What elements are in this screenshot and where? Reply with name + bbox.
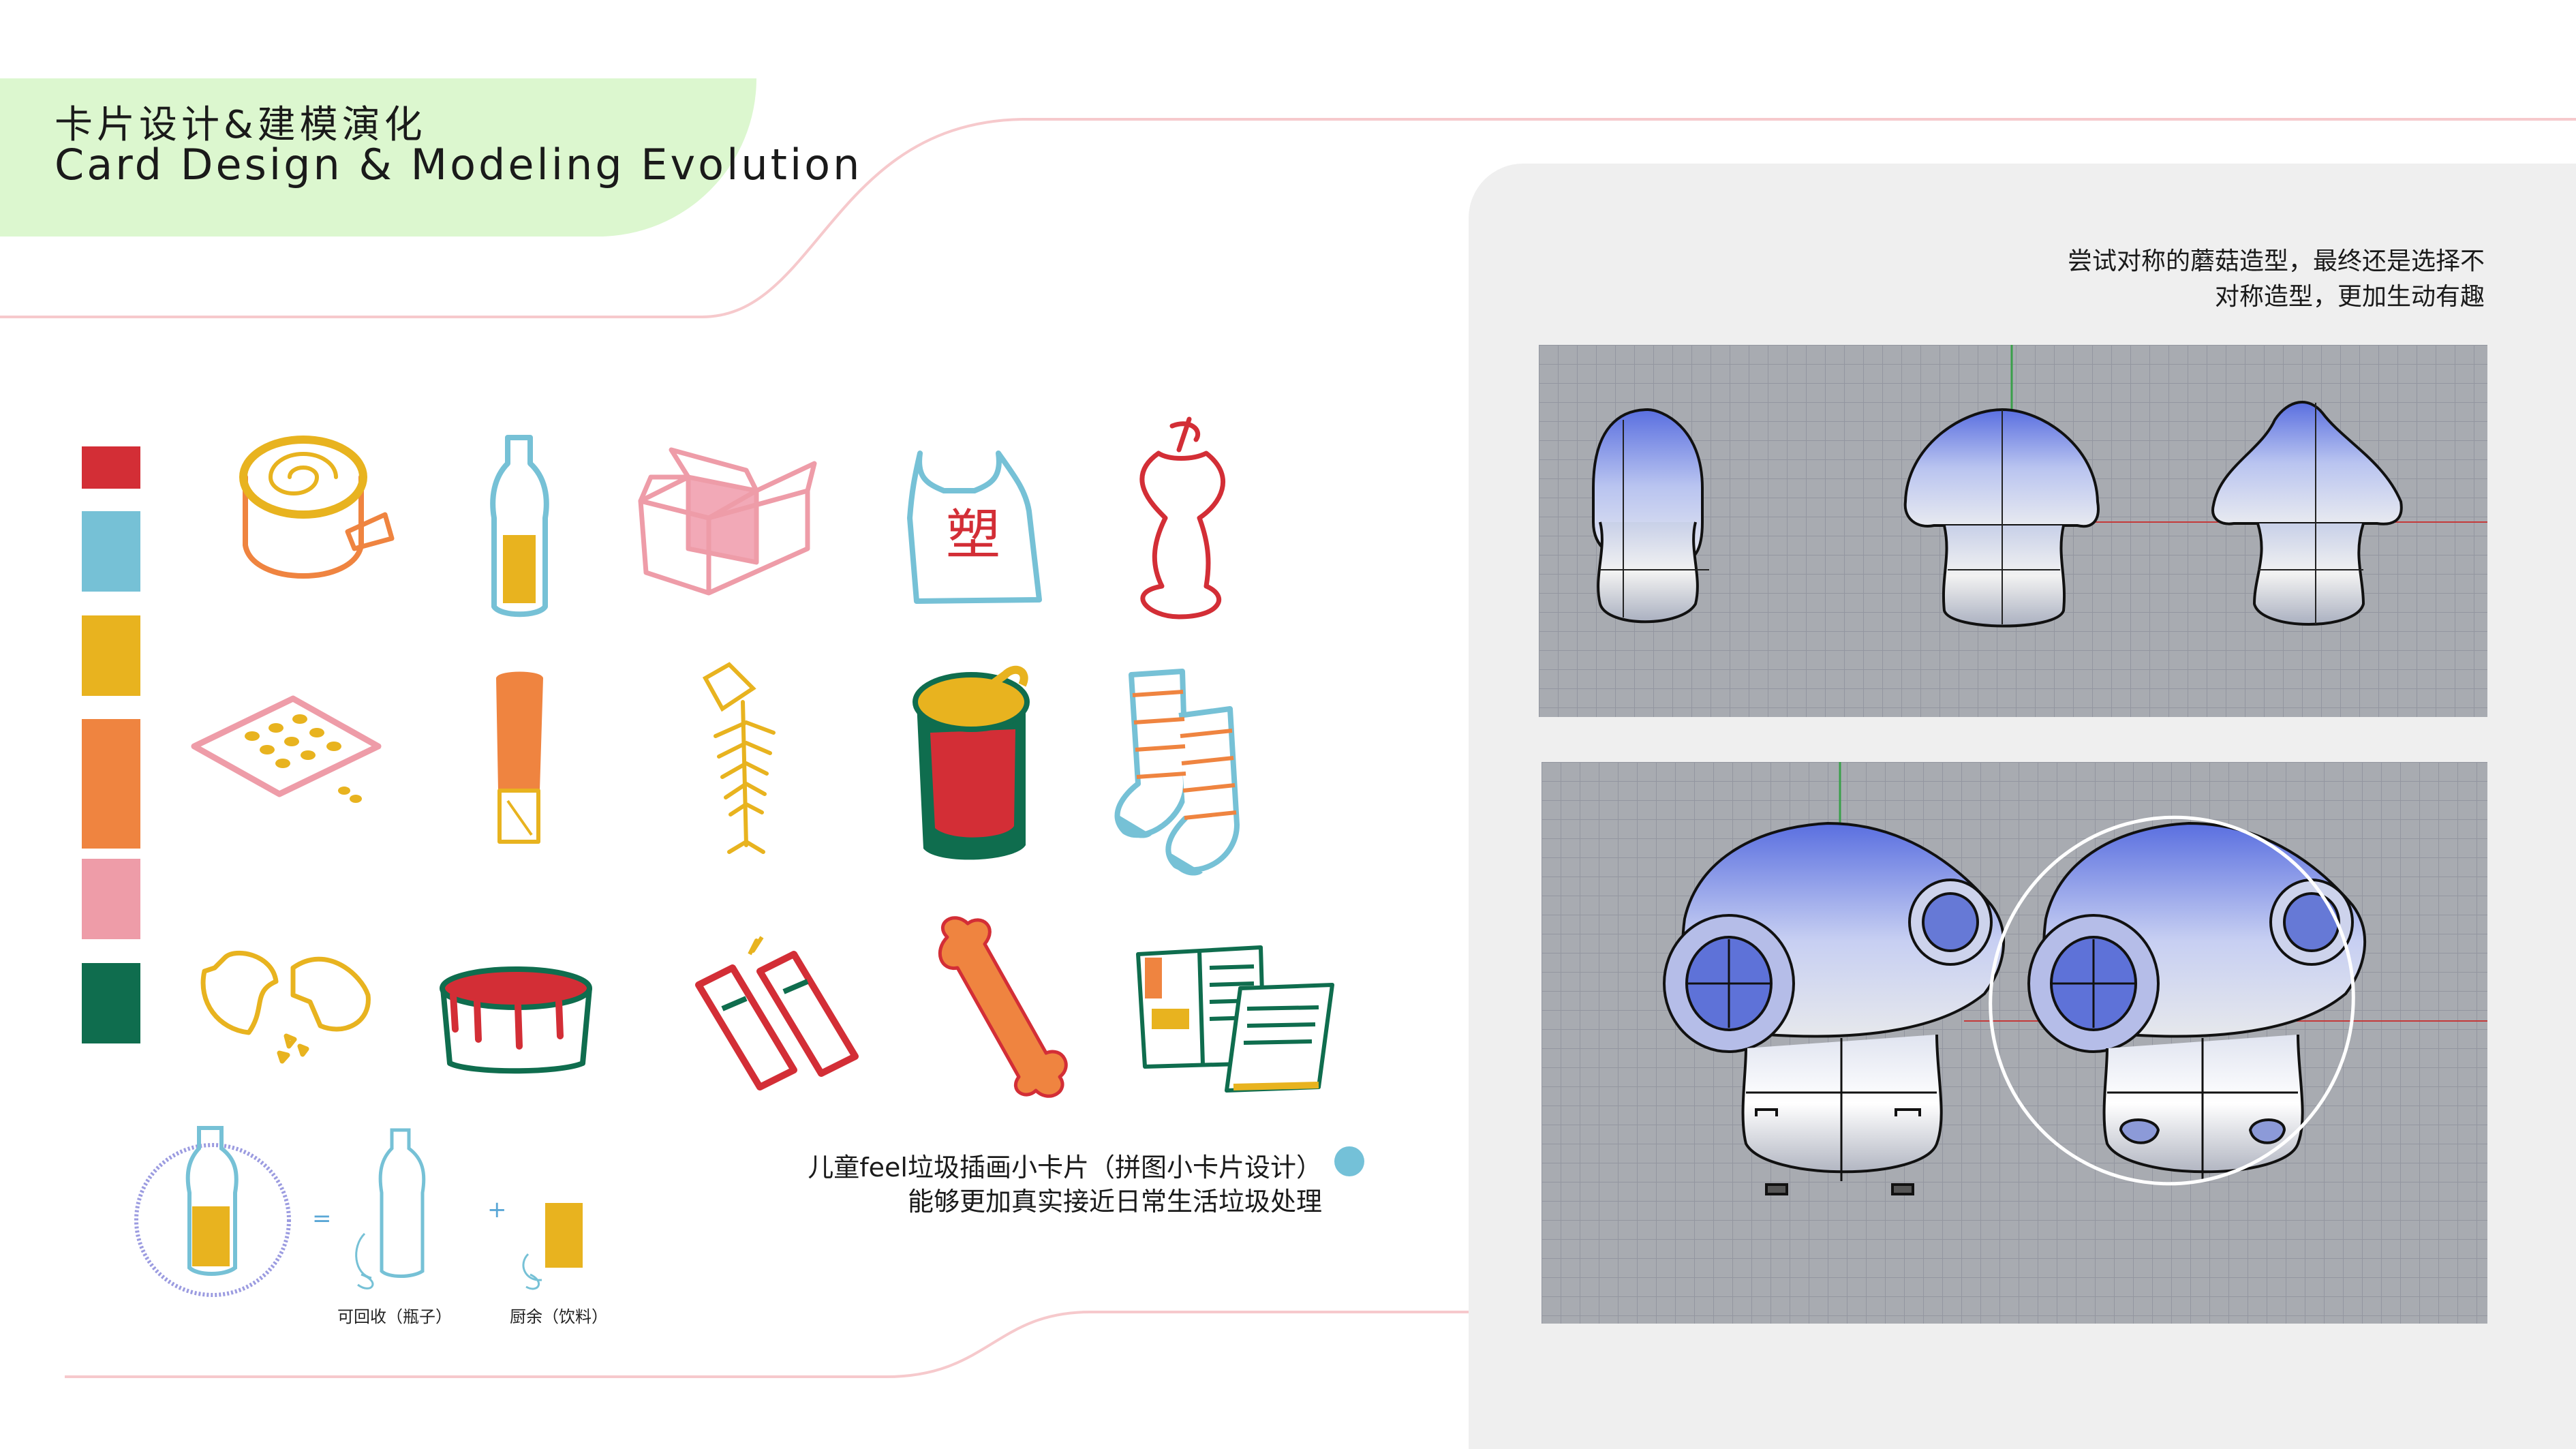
illustration-grid: 塑: [134, 416, 1334, 1297]
cigarette-icon: [496, 671, 543, 844]
swatch-red: [82, 446, 140, 489]
plastic-bag-icon: 塑: [907, 451, 1042, 604]
equals-sign: =: [312, 1205, 332, 1232]
pill-blister-icon: [191, 695, 382, 803]
paint-bucket-icon: [440, 966, 592, 1074]
mushroom-house-1: [1663, 821, 2006, 1195]
plus-sign: +: [487, 1196, 507, 1223]
socks-icon: [1114, 669, 1240, 876]
page-title-en: Card Design & Modeling Evolution: [55, 140, 863, 189]
modeling-description-line2: 对称造型，更加生动有趣: [2214, 283, 2485, 311]
bottle-icon: [490, 435, 549, 617]
highlight-ellipse: [1989, 815, 2355, 1186]
swatch-pink: [82, 859, 140, 939]
swatch-blue: [82, 511, 140, 592]
bone-icon: [938, 916, 1068, 1098]
card-description-line2: 能够更加真实接近日常生活垃圾处理: [907, 1187, 1322, 1217]
modeling-description-line1: 尝试对称的蘑菇造型，最终还是选择不: [2067, 247, 2485, 275]
viewport-symmetric-models: [1539, 345, 2487, 717]
apple-core-icon: [1139, 416, 1225, 620]
equation-bottle-empty: [355, 1128, 426, 1290]
mushroom-house-2: [2027, 821, 2367, 1181]
bag-character: 塑: [946, 503, 1000, 566]
tin-can-icon: [913, 665, 1030, 860]
equation-bottle-circled: [134, 1126, 291, 1297]
mushroom-model-3: [2211, 401, 2403, 626]
swatch-orange: [82, 719, 140, 849]
title-banner: [0, 78, 756, 237]
page-title-cn: 卡片设计&建模演化: [55, 103, 427, 147]
newspaper-icon: [1136, 945, 1334, 1093]
card-description-line1: 儿童feel垃圾插画小卡片（拼图小卡片设计）: [808, 1153, 1322, 1183]
battery-icon: [695, 936, 859, 1090]
label-recyclable: 可回收（瓶子）: [337, 1307, 452, 1326]
modeling-description: 尝试对称的蘑菇造型，最终还是选择不 对称造型，更加生动有趣: [1871, 244, 2485, 315]
fish-bone-icon: [702, 662, 776, 854]
accent-dot: [1334, 1146, 1364, 1176]
label-kitchen-waste: 厨余（饮料）: [510, 1307, 608, 1326]
eggshell-icon: [200, 950, 371, 1064]
card-description: 儿童feel垃圾插画小卡片（拼图小卡片设计） 能够更加真实接近日常生活垃圾处理: [681, 1150, 1322, 1219]
mushroom-model-1: [1592, 408, 1704, 624]
tape-roll-icon: [239, 436, 395, 579]
swatch-green: [82, 963, 140, 1043]
swatch-yellow: [82, 615, 140, 696]
viewport-asymmetric-models: [1542, 762, 2487, 1324]
cardboard-box-icon: [638, 447, 817, 596]
equation-drink: [522, 1203, 583, 1290]
